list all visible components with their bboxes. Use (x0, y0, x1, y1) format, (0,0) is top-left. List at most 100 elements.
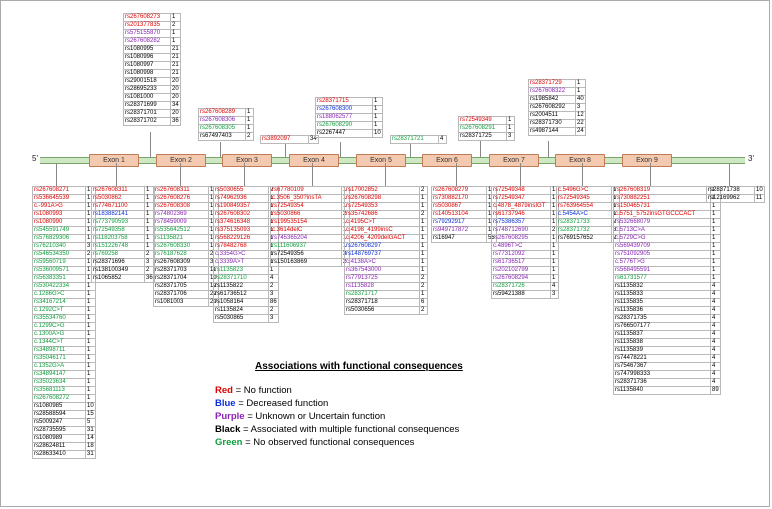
variant-id: rs148769737 (344, 250, 420, 259)
variant-count: 1 (85, 346, 96, 355)
variant-count: 1 (506, 116, 515, 125)
variant-id: rs730882170 (431, 194, 487, 203)
variant-id: c.1299C>G (32, 322, 86, 331)
variant-id: rs745365204 (270, 234, 342, 243)
variant-count: 1 (85, 330, 96, 339)
variant-count: 1 (710, 266, 721, 275)
variant-count: 1 (85, 378, 96, 387)
variant-id: rs35023634 (32, 378, 86, 387)
variant-id: rs1080993 (32, 210, 86, 219)
variant-count: 4 (710, 362, 721, 371)
variant-id: rs28371721 (390, 135, 439, 144)
variant-id: rs61737946 (491, 210, 551, 219)
variant-id: rs267608279 (431, 186, 487, 195)
variant-id: rs151226748 (91, 242, 145, 251)
legend-item-green: Green = No observed functional consequen… (215, 436, 463, 449)
variant-count: 3 (268, 290, 279, 299)
variant-id: rs5030867 (431, 202, 487, 211)
variant-id: rs28371736 (613, 378, 711, 387)
variant-id: rs267608290 (315, 121, 373, 130)
variant-id: rs1080995 (123, 45, 171, 54)
variant-count: 2 (419, 306, 428, 315)
variant-count: 1 (245, 116, 254, 125)
variant-count: 1 (710, 234, 721, 243)
variant-id: rs267608302 (213, 210, 269, 219)
connector-line (385, 163, 386, 186)
variant-id: rs28371699 (123, 101, 171, 110)
legend-text: = No function (232, 385, 292, 396)
variant-count: 1 (372, 105, 383, 114)
variant-id: rs74962936 (213, 194, 269, 203)
variant-id: rs267608322 (528, 87, 576, 96)
connector-line (456, 163, 457, 186)
variant-id: rs5030656 (344, 306, 420, 315)
variant-id: rs5030865 (213, 314, 269, 323)
variant-count: 4 (710, 298, 721, 307)
variant-count: 1 (419, 194, 428, 203)
variant-id: rs568495591 (613, 266, 711, 275)
legend: Associations with functional consequence… (215, 360, 463, 449)
variant-count: 1 (550, 274, 559, 283)
variant-count: 4 (710, 306, 721, 315)
variant-id: rs2267447 (315, 129, 373, 138)
variant-count: 20 (170, 93, 181, 102)
variant-count: 1 (710, 202, 721, 211)
connector-line (520, 163, 521, 186)
variant-count: 10 (754, 186, 765, 195)
variant-id: rs267608306 (198, 116, 246, 125)
variant-count: 10 (85, 402, 96, 411)
variant-id: rs150465731 (613, 202, 711, 211)
variant-id: rs267608291 (458, 124, 507, 133)
variant-count: 10 (372, 129, 383, 138)
variant-id: rs59560719 (32, 258, 86, 267)
variant-count: 1 (85, 282, 96, 291)
variant-id: rs118203758 (91, 234, 145, 243)
connector-line (220, 142, 221, 157)
variant-id: rs569439709 (613, 242, 711, 251)
variant-id: rs138100349 (91, 266, 145, 275)
variant-count: 18 (85, 442, 96, 451)
variant-count: 86 (268, 298, 279, 307)
variant-count: 4 (710, 378, 721, 387)
variant-id: c.1292C>T (32, 306, 86, 315)
exon-6: Exon 6 (422, 154, 472, 167)
